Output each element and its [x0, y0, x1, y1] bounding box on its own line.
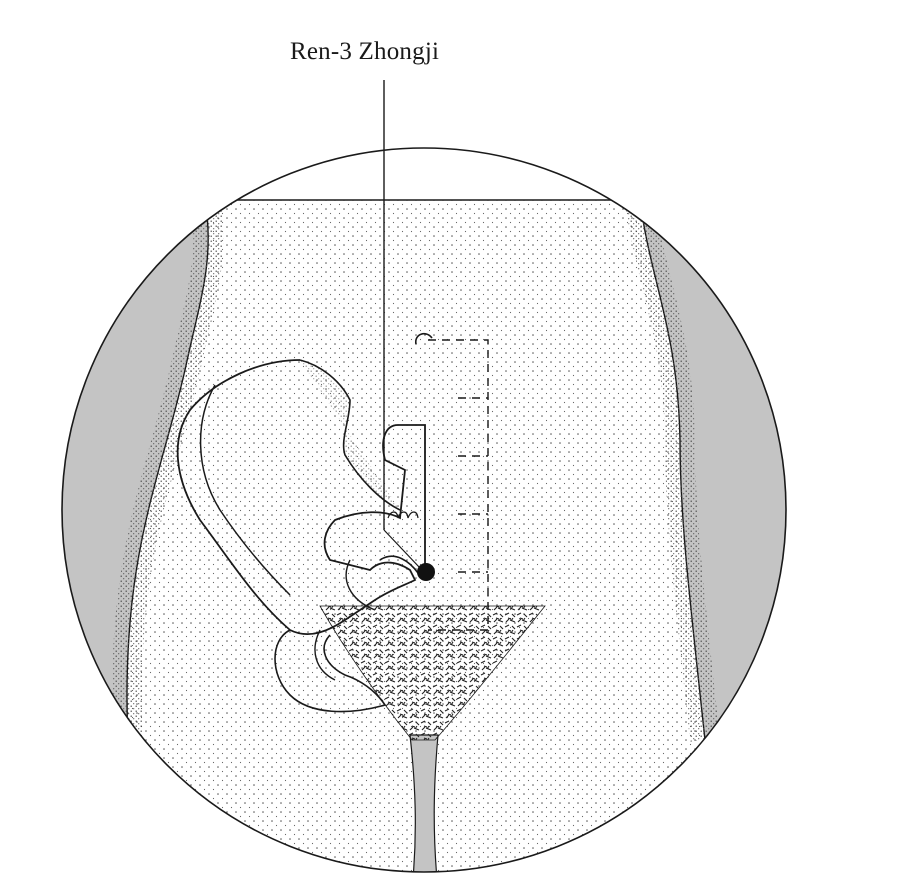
acupoint-marker [417, 563, 435, 581]
acupoint-label: Ren-3 Zhongji [290, 38, 439, 66]
